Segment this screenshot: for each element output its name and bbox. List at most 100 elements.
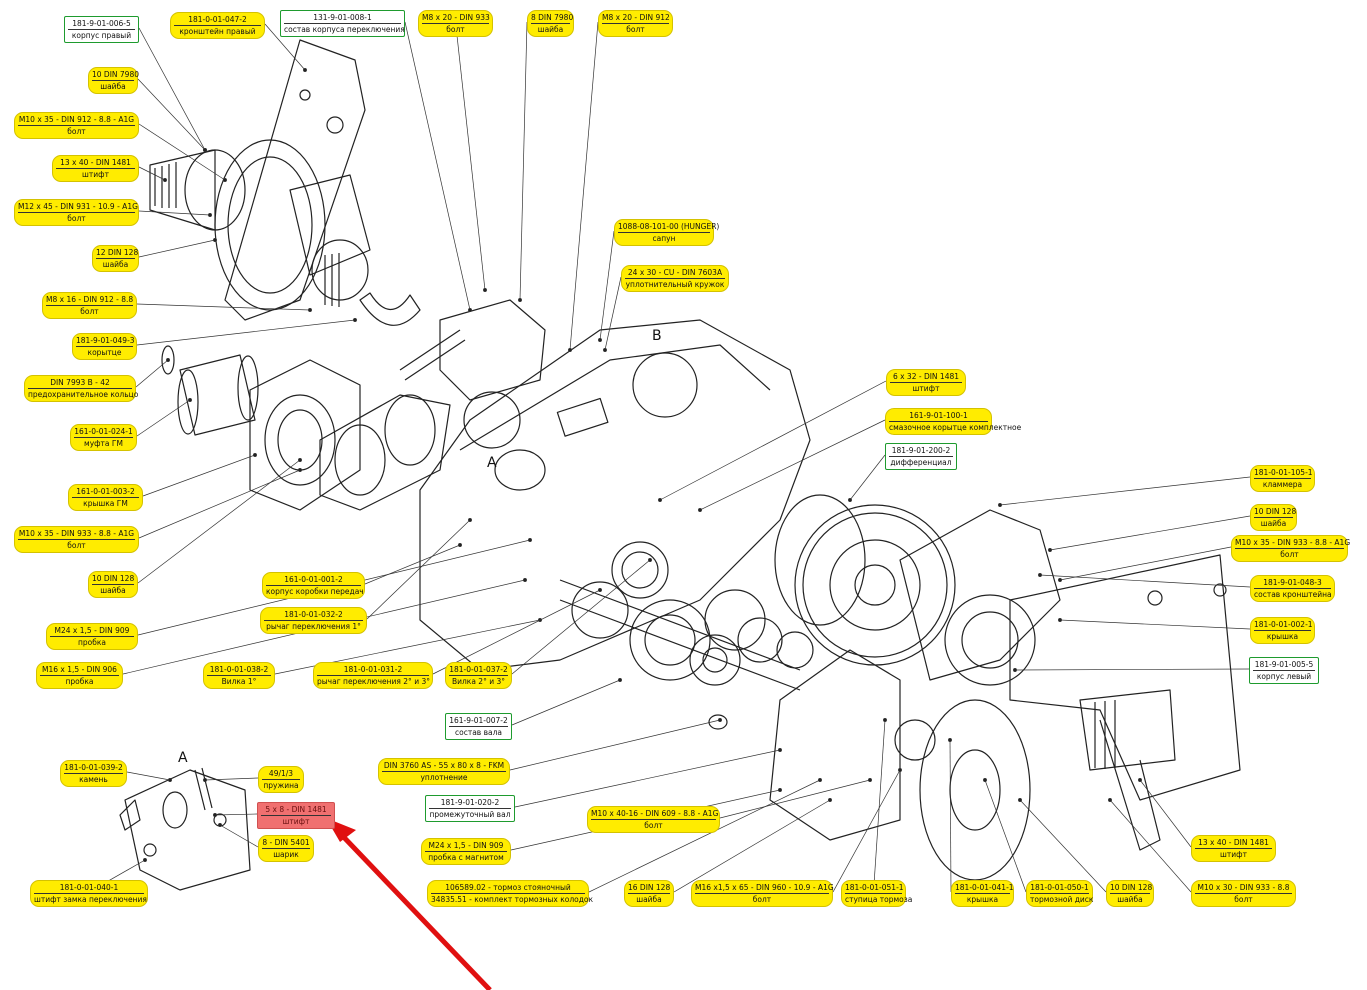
- part-code: 181-0-01-047-2: [174, 15, 261, 26]
- detail-b-circle: [632, 352, 698, 418]
- gearbox-case: [419, 319, 811, 671]
- part-name: рычаг переключения 2° и 3°: [317, 677, 430, 686]
- part-code: 8 - DIN 5401: [262, 838, 310, 849]
- leader-line: [588, 779, 821, 893]
- part-code: 49/1/3: [262, 769, 300, 780]
- red-pointer-arrow: [333, 826, 492, 990]
- leader-line: [137, 78, 206, 151]
- leader-dot: [353, 318, 357, 322]
- leader-dot: [778, 748, 782, 752]
- hm-cover: [249, 359, 361, 511]
- leader-dot: [603, 348, 607, 352]
- leader-line: [264, 23, 306, 71]
- leader-line: [142, 454, 256, 497]
- part-name: состав корпуса переключения: [284, 25, 405, 34]
- part-name: состав кронштейна: [1254, 590, 1332, 599]
- part-name: предохранительное кольцо: [28, 390, 139, 399]
- part-code: 10 DIN 128: [1254, 507, 1297, 518]
- leader-line: [719, 779, 871, 819]
- detail-a-circle: [463, 391, 521, 449]
- leader-dot: [253, 453, 257, 457]
- leader-dot: [818, 778, 822, 782]
- part-name: штифт: [82, 170, 109, 179]
- part-code: 181-0-01-038-2: [207, 665, 271, 676]
- view-letter-a-detail: A: [178, 750, 188, 766]
- leader-line: [509, 719, 721, 771]
- part-code: 10 DIN 128: [92, 574, 135, 585]
- leader-dot: [778, 788, 782, 792]
- leader-dot: [163, 178, 167, 182]
- leader-dot: [218, 823, 222, 827]
- part-code: 181-9-01-005-5: [1253, 660, 1315, 671]
- leader-dot: [598, 338, 602, 342]
- leader-dot: [518, 298, 522, 302]
- leader-line: [699, 419, 886, 511]
- part-code: 181-0-01-039-2: [64, 763, 123, 774]
- leader-dot: [1018, 798, 1022, 802]
- part-name: камень: [79, 775, 108, 784]
- leader-line: [1019, 799, 1107, 893]
- part-name: пробка: [77, 638, 106, 647]
- part-name: уплотнение: [420, 773, 468, 782]
- part-name: штифт: [1220, 850, 1247, 859]
- part-code: 181-0-01-037-2: [449, 665, 508, 676]
- leader-line: [138, 210, 211, 216]
- part-name: болт: [67, 127, 86, 136]
- part-name: корпус правый: [71, 31, 132, 40]
- leader-line: [1059, 619, 1251, 630]
- part-name: смазочное корытце комплектное: [889, 423, 1022, 432]
- part-name: состав вала: [454, 728, 502, 737]
- leader-line: [511, 679, 621, 726]
- part-name: шайба: [537, 25, 564, 34]
- part-name: пробка с магнитом: [428, 853, 504, 862]
- leader-line: [984, 779, 1027, 893]
- leader-dot: [523, 578, 527, 582]
- part-code: M10 x 35 - DIN 933 - 8.8 - A1G: [18, 529, 135, 540]
- part-code: M10 x 40-16 - DIN 609 - 8.8 - A1G: [591, 809, 719, 820]
- leader-dot: [598, 588, 602, 592]
- part-code: 181-0-01-051-1: [845, 883, 904, 894]
- part-code: 10 DIN 128: [1110, 883, 1153, 894]
- part-code: 181-9-01-049-3: [76, 336, 135, 347]
- leader-line: [455, 21, 486, 291]
- part-code: 161-0-01-024-1: [74, 427, 133, 438]
- part-name: Вилка 2° и 3°: [451, 677, 505, 686]
- leader-line: [519, 21, 528, 301]
- part-name: рычаг переключения 1°: [266, 622, 361, 631]
- part-code: 181-9-01-200-2: [889, 446, 953, 457]
- part-code: 181-0-01-040-1: [34, 883, 144, 894]
- view-letter-b: B: [652, 328, 662, 344]
- leader-dot: [1138, 778, 1142, 782]
- leader-line: [366, 519, 471, 620]
- part-code: DIN 3760 AS - 55 x 80 x 8 - FKM: [382, 761, 506, 772]
- part-code: M8 x 20 - DIN 912: [602, 13, 670, 24]
- shift-housing: [439, 299, 546, 401]
- right-housing-flange: [214, 139, 326, 311]
- leader-dot: [143, 858, 147, 862]
- part-code: 106589.02 - тормоз стояночный: [431, 883, 585, 894]
- part-code: M16 x1,5 x 65 - DIN 960 - 10.9 - A1G: [695, 883, 834, 894]
- part-code: 12 DIN 128: [96, 248, 139, 259]
